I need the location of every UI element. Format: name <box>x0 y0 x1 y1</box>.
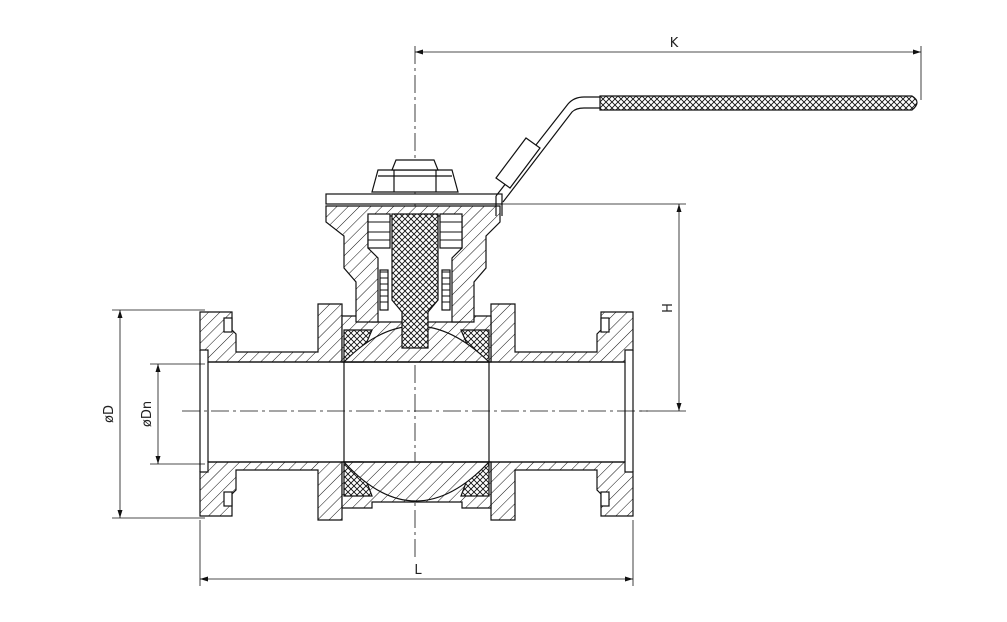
stem <box>391 213 439 349</box>
dimension-l: L <box>199 520 634 586</box>
dimension-k-label: K <box>670 36 679 51</box>
left-ferrule <box>199 303 343 521</box>
dimension-d-label: øD <box>102 405 117 423</box>
lever-handle <box>495 95 918 216</box>
ball <box>342 325 491 502</box>
dimension-h-label: H <box>661 303 676 313</box>
bore <box>199 350 634 472</box>
dimension-d: øD <box>102 309 205 519</box>
bonnet <box>325 205 501 323</box>
dimension-l-label: L <box>414 563 422 578</box>
dimension-k: K <box>415 36 922 100</box>
dimension-dn: øDn <box>140 363 205 465</box>
dimension-h: H <box>500 203 686 412</box>
handle-assembly <box>325 159 503 205</box>
right-ferrule <box>490 303 634 521</box>
dimension-dn-label: øDn <box>140 401 155 427</box>
